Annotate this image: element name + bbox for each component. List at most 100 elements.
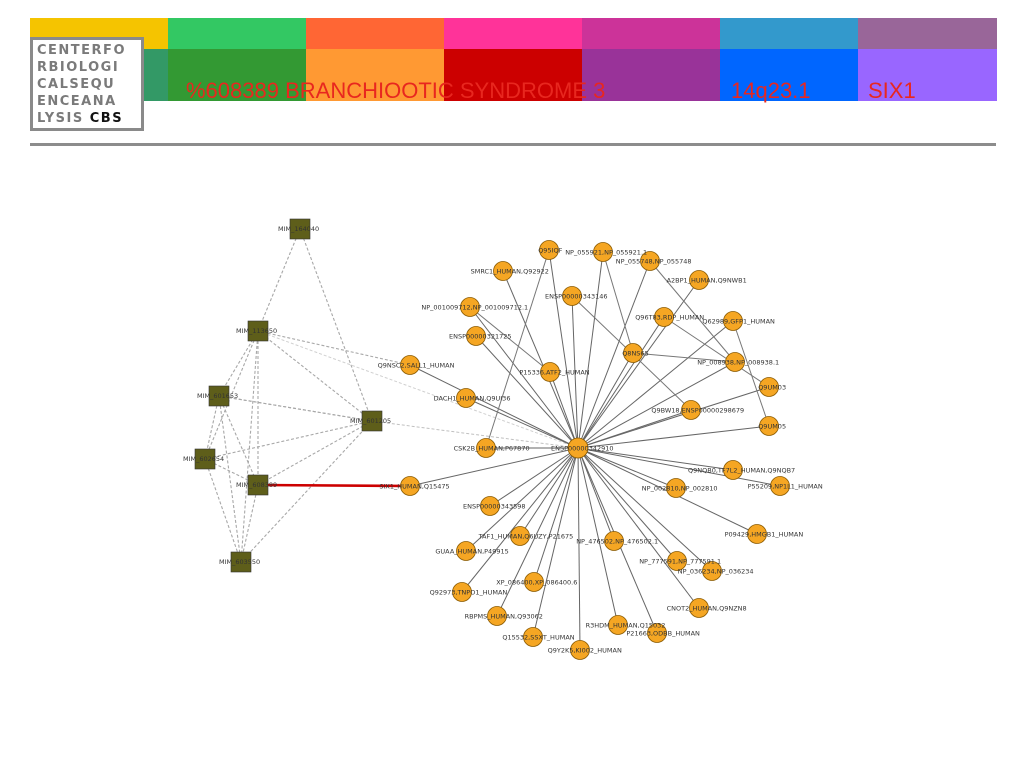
protein-node-label: A2BP1_HUMAN,Q9NWB1 xyxy=(667,276,747,284)
protein-node[interactable] xyxy=(523,627,543,647)
protein-edge xyxy=(577,316,665,449)
header-bar-top-2 xyxy=(168,18,306,49)
protein-node[interactable] xyxy=(460,297,480,317)
protein-node[interactable] xyxy=(747,524,767,544)
protein-node-label: P15336,ATF2_HUMAN xyxy=(519,368,589,376)
mim-node-label: MIM_603550 xyxy=(219,558,260,566)
protein-cross-edge xyxy=(732,320,770,427)
protein-edge xyxy=(577,320,734,449)
mim-edge xyxy=(240,420,373,563)
protein-node-label: Q9UM03 xyxy=(758,383,786,391)
mim-node-label: MIM_164040 xyxy=(278,225,319,233)
protein-node-label: Q15532,SSXT_HUMAN xyxy=(502,633,574,641)
header-bar-top-7 xyxy=(858,18,997,49)
protein-node[interactable] xyxy=(723,460,743,480)
protein-node[interactable] xyxy=(681,400,701,420)
protein-node[interactable] xyxy=(510,526,530,546)
protein-node[interactable] xyxy=(640,251,660,271)
protein-cross-edge xyxy=(663,316,770,388)
protein-node[interactable] xyxy=(456,541,476,561)
protein-node[interactable] xyxy=(689,270,709,290)
mim-edge xyxy=(204,395,220,460)
logo-line-5: LYSIS CBS xyxy=(37,110,137,127)
protein-node[interactable] xyxy=(400,355,420,375)
protein-node-label: NP_476502,NP_476502.1 xyxy=(576,537,658,545)
mim-edge xyxy=(257,420,373,486)
protein-node[interactable] xyxy=(540,362,560,382)
protein-cross-edge xyxy=(485,249,550,449)
mim-node[interactable] xyxy=(247,474,269,496)
protein-node[interactable] xyxy=(570,640,590,660)
protein-node[interactable] xyxy=(539,240,559,260)
protein-edge xyxy=(577,447,700,609)
protein-node-label: Q9NQB0,TF7L2_HUMAN,Q9NQB7 xyxy=(688,466,795,474)
protein-edge xyxy=(496,447,579,617)
mim-node-label: MIM_601653 xyxy=(197,392,238,400)
protein-node-label: RBPMS_HUMAN,Q93062 xyxy=(465,612,543,620)
protein-node[interactable] xyxy=(562,286,582,306)
protein-node[interactable] xyxy=(476,438,496,458)
mim-node[interactable] xyxy=(194,448,216,470)
protein-node-label: XP_086400,XP_086400.6 xyxy=(496,578,577,586)
protein-edge xyxy=(577,447,678,562)
protein-edge xyxy=(409,447,579,487)
protein-edge xyxy=(577,425,770,449)
protein-node[interactable] xyxy=(593,242,613,262)
mim-node[interactable] xyxy=(361,410,383,432)
protein-node[interactable] xyxy=(604,531,624,551)
protein-node-label: TAF1_HUMAN,Q6UZY,P21675 xyxy=(478,532,574,540)
mim-edge xyxy=(299,228,373,422)
protein-node[interactable] xyxy=(666,478,686,498)
protein-node-label: Q9NSC2,SALL1_HUMAN xyxy=(378,361,455,369)
mim-node-label: MIM_601205 xyxy=(350,417,391,425)
protein-node[interactable] xyxy=(759,416,779,436)
mim-node[interactable] xyxy=(230,551,252,573)
logo-line-3: CALSEQU xyxy=(37,77,116,92)
center-protein-node[interactable] xyxy=(567,437,589,459)
protein-node[interactable] xyxy=(770,476,790,496)
protein-cross-edge xyxy=(649,260,736,363)
protein-node[interactable] xyxy=(452,582,472,602)
logo-cbs: CBS xyxy=(89,111,124,126)
protein-node[interactable] xyxy=(759,377,779,397)
protein-node[interactable] xyxy=(689,598,709,618)
mim-node[interactable] xyxy=(247,320,269,342)
mim-edge xyxy=(257,228,301,332)
protein-edge xyxy=(577,352,634,449)
protein-node[interactable] xyxy=(647,623,667,643)
protein-edge xyxy=(577,260,651,449)
protein-edge xyxy=(548,249,579,449)
protein-node-label: Q8NS65 xyxy=(622,349,649,357)
cbs-logo: CENTERFO RBIOLOGI CALSEQU ENCEANA LYSIS … xyxy=(30,37,144,131)
mim-node[interactable] xyxy=(289,218,311,240)
protein-node[interactable] xyxy=(608,615,628,635)
mim-edge xyxy=(240,484,259,563)
protein-node-label: Q62989,GFP1_HUMAN xyxy=(702,317,775,325)
protein-node[interactable] xyxy=(480,496,500,516)
protein-node[interactable] xyxy=(524,572,544,592)
header-bar-top-3 xyxy=(306,18,444,49)
protein-node[interactable] xyxy=(702,561,722,581)
protein-edge xyxy=(533,447,579,583)
protein-edge xyxy=(577,361,736,449)
protein-node[interactable] xyxy=(456,388,476,408)
protein-node-label: Q9BW18,ENSP00000298679 xyxy=(651,406,744,414)
protein-node[interactable] xyxy=(654,307,674,327)
mim-edge xyxy=(218,395,242,563)
protein-node[interactable] xyxy=(493,261,513,281)
protein-node-label: NP_001009712,NP_001009712.1 xyxy=(421,303,528,311)
protein-node[interactable] xyxy=(487,606,507,626)
network-edges xyxy=(204,228,781,651)
header-bar-bottom-3 xyxy=(306,49,444,101)
mim-node[interactable] xyxy=(208,385,230,407)
protein-node-label: P55209,NP1L1_HUMAN xyxy=(748,482,823,490)
protein-node-label: Q95IQF xyxy=(538,246,562,254)
protein-node[interactable] xyxy=(667,551,687,571)
protein-node[interactable] xyxy=(723,311,743,331)
protein-node[interactable] xyxy=(623,343,643,363)
protein-node[interactable] xyxy=(400,476,420,496)
protein-edge xyxy=(519,447,579,537)
protein-node[interactable] xyxy=(725,352,745,372)
protein-node[interactable] xyxy=(466,326,486,346)
